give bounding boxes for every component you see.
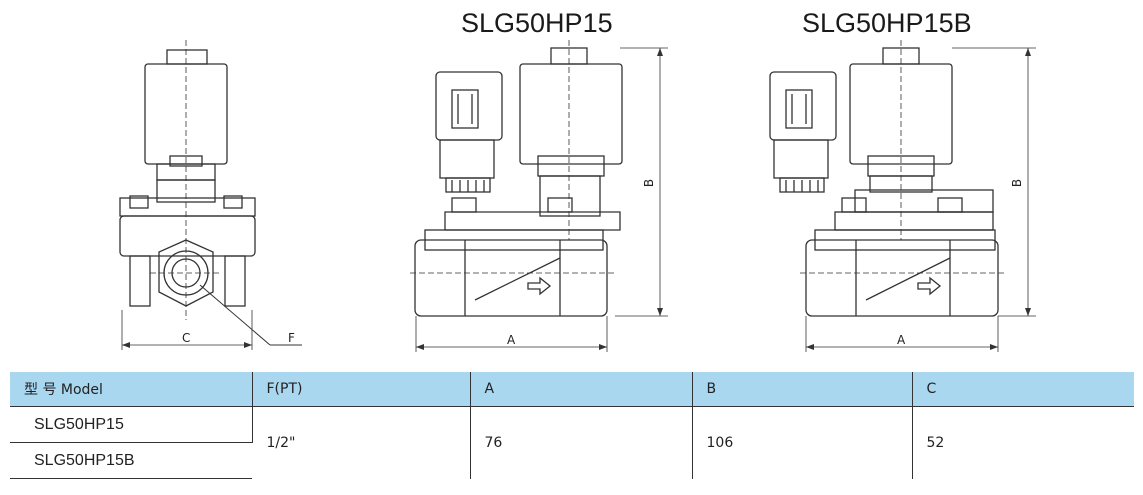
drawing-title-slg50hp15: SLG50HP15 [461,8,613,38]
table-row: SLG50HP15B [10,442,1134,479]
header-b: B [692,372,913,407]
a-value-cell: 76 [470,406,693,479]
dimension-label-b-2: B [1010,178,1025,188]
drawing-title-slg50hp15b: SLG50HP15B [802,8,972,38]
front-view-2-drawing [769,40,1036,352]
dimension-label-c: C [182,331,191,345]
front-view-1-drawing [410,40,668,352]
header-f-pt: F(PT) [252,372,471,407]
model-cell: SLG50HP15 [10,406,253,443]
f-value-cell: 1/2" [252,406,471,479]
model-cell: SLG50HP15B [10,442,252,479]
spec-table-header-row: 型 号 Model F(PT) A B C [10,372,1134,407]
dimension-label-a-2: A [897,333,906,347]
header-model: 型 号 Model [10,372,253,407]
b-value-cell: 106 [692,406,913,479]
table-row: SLG50HP15 1/2" 76 106 52 [10,406,1134,479]
drawing-canvas [119,40,1036,352]
dimension-label-b-1: B [642,178,657,188]
technical-drawings: SLG50HP15 SLG50HP15B C F A B A B [119,8,1036,352]
dimension-label-a-1: A [507,333,516,347]
dimension-label-f: F [288,331,295,345]
header-c: C [912,372,1134,407]
spec-table: 型 号 Model F(PT) A B C SLG50HP15 1/2" 76 … [10,372,1134,479]
side-view-drawing [119,40,302,350]
c-value-cell: 52 [926,434,945,451]
header-a: A [470,372,693,407]
